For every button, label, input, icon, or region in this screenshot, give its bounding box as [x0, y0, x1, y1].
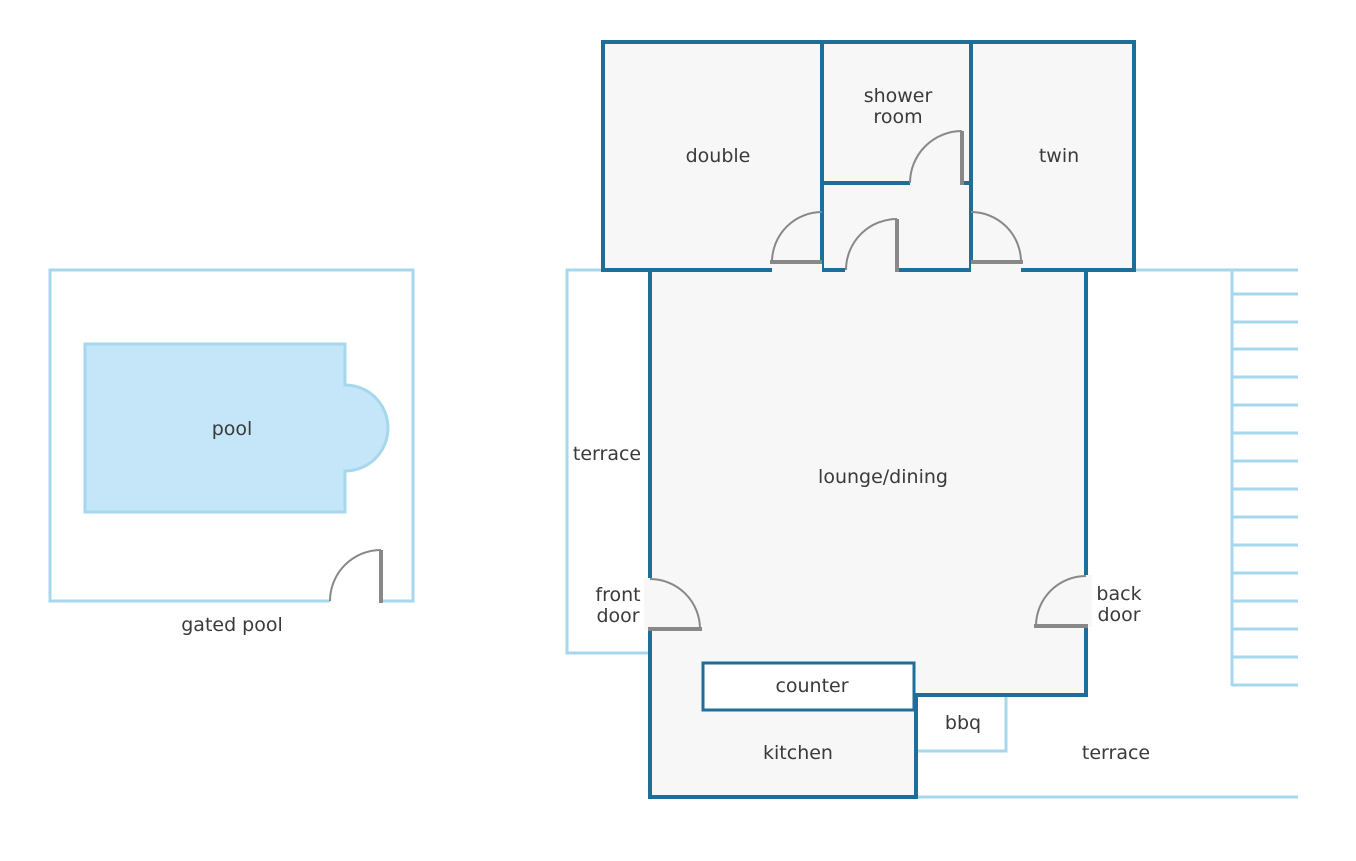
- doors: [644, 130, 1092, 631]
- gated-pool-label: gated pool: [181, 614, 283, 636]
- back-door-label-line1: back: [1096, 583, 1141, 605]
- double-label: double: [686, 145, 751, 167]
- terrace-left-label: terrace: [573, 443, 641, 465]
- twin-label: twin: [1039, 145, 1079, 167]
- terrace-right-label: terrace: [1082, 742, 1150, 764]
- front-door[interactable]: [644, 578, 702, 631]
- stairs: [1230, 270, 1298, 687]
- labels: pool gated pool double shower room twin …: [181, 85, 1150, 764]
- gated-pool-area: [48, 268, 415, 603]
- bbq-label: bbq: [945, 712, 981, 734]
- lounge-dining-label: lounge/dining: [818, 466, 948, 488]
- twin-bedroom-door[interactable]: [970, 211, 1023, 272]
- back-door[interactable]: [1034, 575, 1092, 628]
- shower-room-label-line1: shower: [864, 85, 933, 107]
- front-door-label-line2: door: [596, 605, 639, 627]
- double-bedroom-door[interactable]: [770, 211, 823, 272]
- shower-room: [820, 40, 973, 185]
- twin-bedroom: [969, 40, 1136, 272]
- double-bedroom: [601, 40, 824, 272]
- pool-fence: [48, 268, 415, 603]
- back-door-label-line2: door: [1097, 604, 1140, 626]
- pool-gate[interactable]: [329, 549, 383, 603]
- front-door-label-line1: front: [595, 584, 640, 606]
- shower-room-label-line2: room: [873, 106, 922, 128]
- lounge-dining-room: [648, 268, 1088, 799]
- kitchen-label: kitchen: [763, 742, 833, 764]
- counter: [701, 661, 916, 712]
- pool: [83, 342, 390, 514]
- hallway-door[interactable]: [845, 218, 899, 276]
- bbq-outline: [916, 696, 1008, 753]
- shower-room-door[interactable]: [909, 130, 964, 189]
- pool-label: pool: [212, 418, 253, 440]
- counter-label: counter: [775, 675, 848, 697]
